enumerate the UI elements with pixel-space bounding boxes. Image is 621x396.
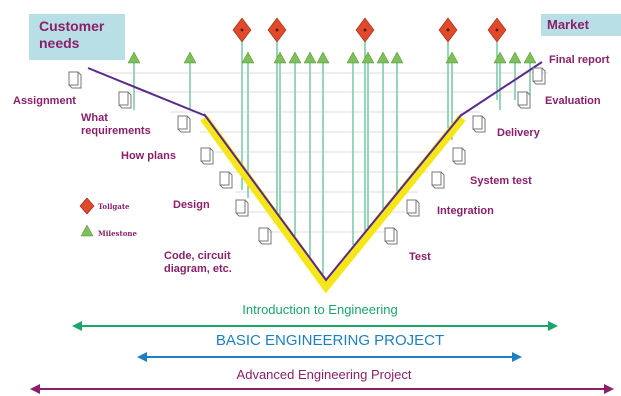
milestone-triangle-icon (183, 51, 197, 64)
document-icon (517, 91, 531, 109)
milestone-triangle-icon (361, 51, 375, 64)
basic-course-arrow (137, 352, 522, 362)
milestone-triangle-icon (523, 51, 537, 64)
right-arm-line (459, 61, 543, 117)
document-icon (118, 91, 132, 109)
document-icon (177, 115, 191, 133)
legend-milestone-triangle-icon (80, 224, 94, 237)
stage-design: Design (173, 199, 210, 211)
milestone-triangle-icon (493, 51, 507, 64)
legend-milestone-label: Milestone (98, 229, 137, 238)
advanced-course-arrow (30, 384, 614, 394)
milestone-triangle-icon (445, 51, 459, 64)
milestone-markers (127, 51, 537, 64)
document-icon (532, 67, 546, 85)
stage-final-report: Final report (549, 54, 610, 66)
milestone-triangle-icon (346, 51, 360, 64)
document-icon (384, 227, 398, 245)
intro-course-arrow (72, 321, 558, 331)
course-advanced-label: Advanced Engineering Project (236, 367, 412, 382)
document-icon (235, 199, 249, 217)
customer-needs-box: Customer needs (29, 14, 125, 60)
milestone-triangle-icon (508, 51, 522, 64)
milestone-triangle-icon (316, 51, 330, 64)
stage-how-plans: How plans (121, 150, 177, 162)
document-icons (68, 67, 546, 245)
stage-code-circuit-diagram: Code, circuit diagram, etc. (164, 250, 232, 275)
left-arm-line (87, 67, 207, 117)
document-icon (452, 147, 466, 165)
stage-test: Test (409, 251, 431, 263)
document-icon (472, 115, 486, 133)
stage-evaluation: Evaluation (545, 95, 601, 107)
v-shape (87, 61, 543, 294)
stage-assignment: Assignment (13, 95, 76, 107)
document-icon (431, 171, 445, 189)
document-icon (200, 147, 214, 165)
milestone-triangle-icon (241, 51, 255, 64)
milestone-gridlines (133, 62, 531, 278)
legend-tollgate-diamond-icon (79, 197, 95, 215)
document-icon (219, 171, 233, 189)
milestone-triangle-icon (390, 51, 404, 64)
course-arrows (30, 321, 614, 394)
tollgate-markers (232, 17, 507, 43)
milestone-triangle-icon (376, 51, 390, 64)
milestone-triangle-icon (288, 51, 302, 64)
market-box: Market (541, 14, 621, 36)
milestone-triangle-icon (303, 51, 317, 64)
stage-integration: Integration (437, 205, 494, 217)
milestone-triangle-icon (127, 51, 141, 64)
document-icon (258, 227, 272, 245)
stage-delivery: Delivery (497, 127, 540, 139)
document-icon (68, 71, 82, 89)
stage-system-test: System test (470, 175, 532, 187)
course-basic-label: BASIC ENGINEERING PROJECT (215, 332, 445, 349)
milestone-triangle-icon (273, 51, 287, 64)
legend-tollgate-label: Tollgate (98, 202, 130, 211)
course-intro-label: Introduction to Engineering (242, 302, 398, 317)
stage-what-requirements: What requirements (81, 112, 151, 137)
document-icon (406, 199, 420, 217)
